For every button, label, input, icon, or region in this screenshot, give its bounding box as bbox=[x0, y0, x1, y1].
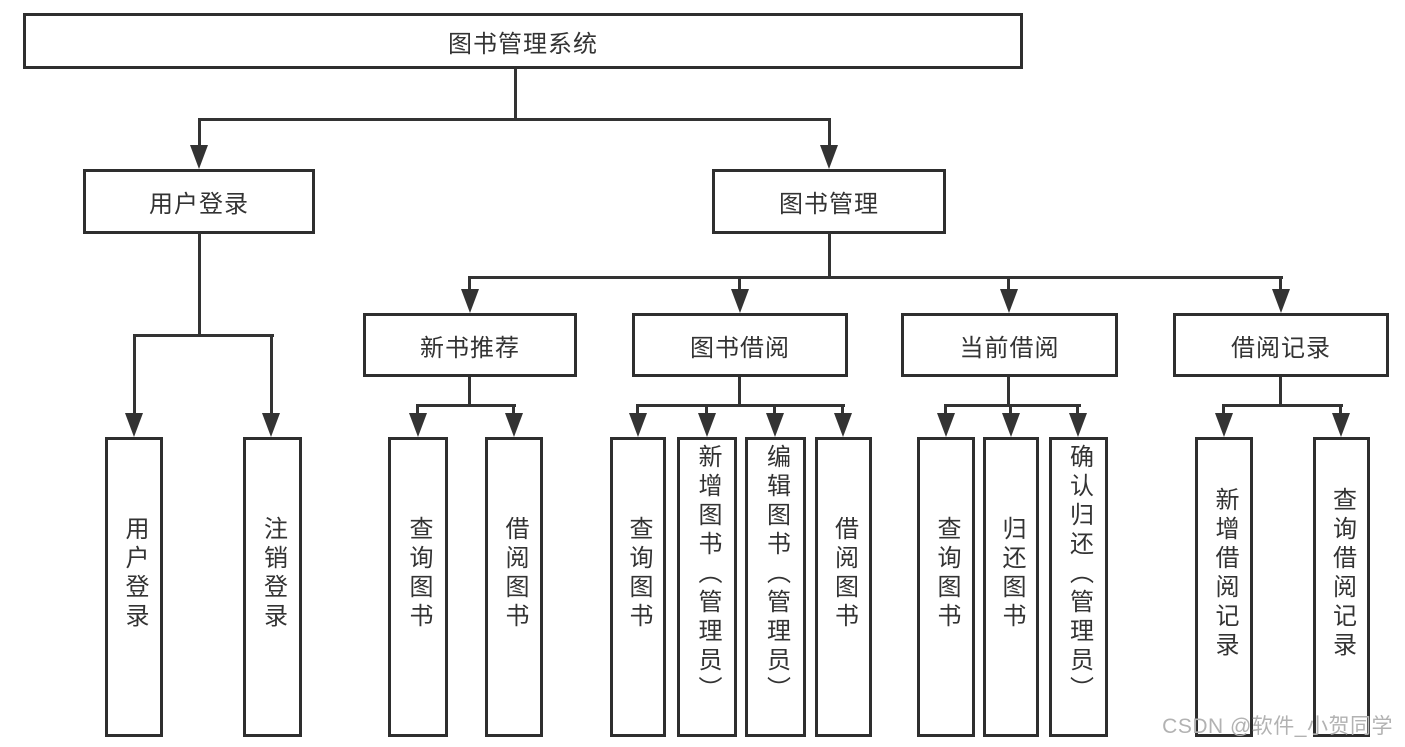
line-segment bbox=[468, 276, 471, 291]
line-segment bbox=[828, 118, 831, 150]
node-book-borrowing: 图书借阅 bbox=[632, 313, 848, 377]
node-current-borrowing-label: 当前借阅 bbox=[959, 334, 1060, 362]
arrow-down-icon bbox=[820, 145, 838, 169]
line-segment bbox=[1076, 404, 1079, 416]
line-segment bbox=[1339, 404, 1342, 416]
leaf-edit-books-admin-label: 编辑图书（管理员） bbox=[762, 443, 790, 705]
line-segment bbox=[133, 334, 136, 416]
leaf-add-borrow-record-label: 新增借阅记录 bbox=[1211, 487, 1238, 661]
leaf-edit-books-admin: 编辑图书（管理员） bbox=[745, 437, 806, 737]
arrow-down-icon bbox=[1002, 413, 1020, 437]
line-segment bbox=[416, 404, 516, 407]
arrow-down-icon bbox=[731, 289, 749, 313]
leaf-query-books-borrowing: 查询图书 bbox=[610, 437, 666, 737]
leaf-add-books-admin-label: 新增图书（管理员） bbox=[694, 443, 721, 705]
leaf-borrow-books-recommend: 借阅图书 bbox=[485, 437, 543, 737]
arrow-down-icon bbox=[698, 413, 716, 437]
node-book-management: 图书管理 bbox=[712, 169, 946, 234]
leaf-confirm-return-admin-label: 确认归还（管理员） bbox=[1065, 443, 1093, 705]
line-segment bbox=[1222, 404, 1343, 407]
line-segment bbox=[469, 276, 1283, 279]
line-segment bbox=[514, 69, 517, 120]
csdn-watermark: CSDN @软件_小贺同学 bbox=[1162, 715, 1393, 738]
leaf-query-borrow-record: 查询借阅记录 bbox=[1313, 437, 1370, 737]
arrow-down-icon bbox=[125, 413, 143, 437]
line-segment bbox=[468, 377, 471, 407]
line-segment bbox=[828, 233, 831, 278]
line-segment bbox=[1279, 276, 1282, 291]
arrow-down-icon bbox=[190, 145, 208, 169]
node-borrowing-records-label: 借阅记录 bbox=[1231, 334, 1331, 362]
node-user-login: 用户登录 bbox=[83, 169, 315, 234]
arrow-down-icon bbox=[1215, 413, 1233, 437]
node-book-management-label: 图书管理 bbox=[779, 191, 879, 218]
leaf-user-login-label: 用户登录 bbox=[121, 516, 148, 632]
arrow-down-icon bbox=[1272, 289, 1290, 313]
leaf-borrow-books-borrowing: 借阅图书 bbox=[815, 437, 872, 737]
leaf-query-books-recommend: 查询图书 bbox=[388, 437, 448, 737]
leaf-logout-label: 注销登录 bbox=[259, 516, 287, 632]
line-segment bbox=[198, 233, 201, 337]
leaf-query-borrow-record-label: 查询借阅记录 bbox=[1328, 487, 1356, 661]
arrow-down-icon bbox=[1069, 413, 1087, 437]
leaf-query-books-current: 查询图书 bbox=[917, 437, 975, 737]
leaf-confirm-return-admin: 确认归还（管理员） bbox=[1049, 437, 1108, 737]
line-segment bbox=[944, 404, 1081, 407]
node-new-book-recommend: 新书推荐 bbox=[363, 313, 577, 377]
line-segment bbox=[738, 377, 741, 407]
line-segment bbox=[636, 404, 639, 416]
leaf-add-borrow-record: 新增借阅记录 bbox=[1195, 437, 1253, 737]
line-segment bbox=[1009, 404, 1012, 416]
line-segment bbox=[773, 404, 776, 416]
arrow-down-icon bbox=[766, 413, 784, 437]
line-segment bbox=[944, 404, 947, 416]
arrow-down-icon bbox=[629, 413, 647, 437]
line-segment bbox=[1007, 276, 1010, 291]
line-segment bbox=[1222, 404, 1225, 416]
node-root-label: 图书管理系统 bbox=[448, 30, 598, 58]
leaf-query-books-current-label: 查询图书 bbox=[933, 516, 960, 632]
line-segment bbox=[705, 404, 708, 416]
leaf-query-books-recommend-label: 查询图书 bbox=[405, 516, 432, 632]
arrow-down-icon bbox=[937, 413, 955, 437]
arrow-down-icon bbox=[834, 413, 852, 437]
node-book-borrowing-label: 图书借阅 bbox=[690, 334, 790, 362]
leaf-borrow-books-borrowing-label: 借阅图书 bbox=[830, 516, 858, 632]
node-current-borrowing: 当前借阅 bbox=[901, 313, 1118, 377]
line-segment bbox=[416, 404, 419, 416]
line-segment bbox=[1279, 377, 1282, 407]
leaf-borrow-books-recommend-label: 借阅图书 bbox=[501, 516, 528, 632]
leaf-add-books-admin: 新增图书（管理员） bbox=[677, 437, 737, 737]
arrow-down-icon bbox=[262, 413, 280, 437]
line-segment bbox=[512, 404, 515, 416]
line-segment bbox=[270, 334, 273, 416]
line-segment bbox=[133, 334, 274, 337]
leaf-return-books-label: 归还图书 bbox=[998, 516, 1025, 632]
arrow-down-icon bbox=[1000, 289, 1018, 313]
node-new-book-recommend-label: 新书推荐 bbox=[420, 334, 520, 362]
arrow-down-icon bbox=[505, 413, 523, 437]
line-segment bbox=[1007, 377, 1010, 407]
leaf-logout: 注销登录 bbox=[243, 437, 302, 737]
leaf-user-login: 用户登录 bbox=[105, 437, 163, 737]
line-segment bbox=[738, 276, 741, 291]
line-segment bbox=[841, 404, 844, 416]
line-segment bbox=[198, 118, 831, 121]
node-root-system: 图书管理系统 bbox=[23, 13, 1023, 69]
line-segment bbox=[198, 118, 201, 150]
leaf-query-books-borrowing-label: 查询图书 bbox=[625, 516, 652, 632]
arrow-down-icon bbox=[1332, 413, 1350, 437]
node-borrowing-records: 借阅记录 bbox=[1173, 313, 1389, 377]
line-segment bbox=[636, 404, 845, 407]
arrow-down-icon bbox=[409, 413, 427, 437]
leaf-return-books: 归还图书 bbox=[983, 437, 1039, 737]
arrow-down-icon bbox=[461, 289, 479, 313]
node-user-login-label: 用户登录 bbox=[149, 191, 249, 218]
